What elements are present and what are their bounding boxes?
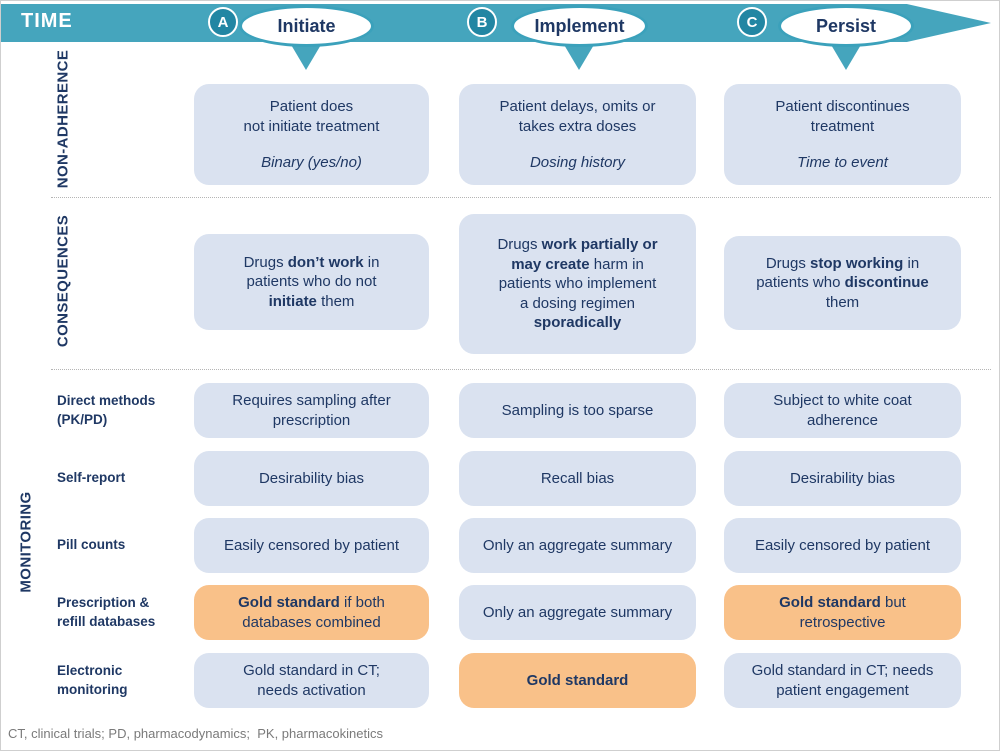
cell-measure: Binary (yes/no) [261, 153, 362, 171]
section-divider [51, 369, 991, 370]
cell-text: Gold standard in CT; needs patient engag… [751, 662, 934, 699]
persist-pointer-icon [830, 43, 862, 70]
phase-badge-a: A [208, 7, 238, 37]
monitoring-cell: Gold standard in CT; needs activation [194, 653, 429, 708]
non-adherence-cell-implement: Patient delays, omits or takes extra dos… [459, 84, 696, 185]
cell-text: Easily censored by patient [223, 536, 400, 554]
cell-text: Subject to white coat adherence [773, 392, 912, 429]
phase-badge-b: B [467, 7, 497, 37]
monitoring-cell: Only an aggregate summary [459, 518, 696, 573]
cell-text: Gold standard but retrospective [779, 594, 906, 631]
monitoring-cell: Desirability bias [724, 451, 961, 506]
cell-text: Desirability bias [789, 469, 896, 487]
monitoring-cell: Requires sampling after prescription [194, 383, 429, 438]
monitoring-cell: Only an aggregate summary [459, 585, 696, 640]
phase-oval-implement: Implement [511, 5, 648, 47]
section-label-non-adherence: NON-ADHERENCE [54, 49, 72, 189]
consequences-cell-initiate: Drugs don’t work in patients who do not … [194, 234, 429, 330]
monitoring-label-direct-methods: Direct methods (PK/PD) [57, 393, 156, 427]
time-label: TIME [21, 10, 73, 32]
cell-text: Patient does not initiate treatment [243, 98, 380, 135]
cell-text: Drugs stop working in patients who disco… [756, 254, 929, 311]
monitoring-cell: Gold standard [459, 653, 696, 708]
section-label-consequences: CONSEQUENCES [54, 214, 72, 348]
monitoring-cell: Easily censored by patient [724, 518, 961, 573]
phase-oval-persist: Persist [778, 5, 914, 47]
cell-text: Patient delays, omits or takes extra dos… [499, 98, 656, 135]
non-adherence-cell-initiate: Patient does not initiate treatment Bina… [194, 84, 429, 185]
phase-oval-initiate: Initiate [239, 5, 374, 47]
monitoring-cell: Subject to white coat adherence [724, 383, 961, 438]
cell-text: Only an aggregate summary [482, 603, 673, 621]
monitoring-cell: Gold standard but retrospective [724, 585, 961, 640]
implement-pointer-icon [563, 43, 595, 70]
cell-text: Desirability bias [258, 469, 365, 487]
initiate-pointer-icon [290, 43, 322, 70]
consequences-cell-implement: Drugs work partially or may create harm … [459, 214, 696, 354]
monitoring-label-pill-counts: Pill counts [57, 537, 126, 553]
monitoring-cell: Sampling is too sparse [459, 383, 696, 438]
monitoring-cell: Easily censored by patient [194, 518, 429, 573]
cell-text: Patient discontinues treatment [775, 98, 910, 135]
cell-text: Only an aggregate summary [482, 536, 673, 554]
section-label-monitoring: MONITORING [17, 491, 35, 593]
cell-text: Gold standard in CT; needs activation [243, 662, 380, 699]
cell-text: Easily censored by patient [754, 536, 931, 554]
section-divider [51, 197, 991, 198]
cell-text: Recall bias [540, 469, 615, 487]
cell-text: Requires sampling after prescription [232, 392, 391, 429]
monitoring-cell: Desirability bias [194, 451, 429, 506]
monitoring-label-prescription-databases: Prescription & refill databases [57, 595, 156, 629]
cell-text: Drugs work partially or may create harm … [497, 236, 658, 332]
non-adherence-cell-persist: Patient discontinues treatment Time to e… [724, 84, 961, 185]
cell-measure: Dosing history [529, 153, 626, 171]
phase-badge-c: C [737, 7, 767, 37]
consequences-cell-persist: Drugs stop working in patients who disco… [724, 236, 961, 330]
monitoring-cell: Recall bias [459, 451, 696, 506]
monitoring-label-self-report: Self-report [57, 470, 126, 486]
monitoring-label-electronic-monitoring: Electronic monitoring [57, 663, 128, 697]
cell-text: Gold standard if both databases combined [238, 594, 385, 631]
cell-text: Sampling is too sparse [501, 401, 654, 419]
cell-measure: Time to event [797, 153, 888, 171]
cell-text: Drugs don’t work in patients who do not … [243, 253, 380, 310]
monitoring-cell: Gold standard in CT; needs patient engag… [724, 653, 961, 708]
monitoring-cell: Gold standard if both databases combined [194, 585, 429, 640]
cell-text: Gold standard [526, 671, 629, 689]
abbreviations-footnote: CT, clinical trials; PD, pharmacodynamic… [8, 726, 383, 741]
